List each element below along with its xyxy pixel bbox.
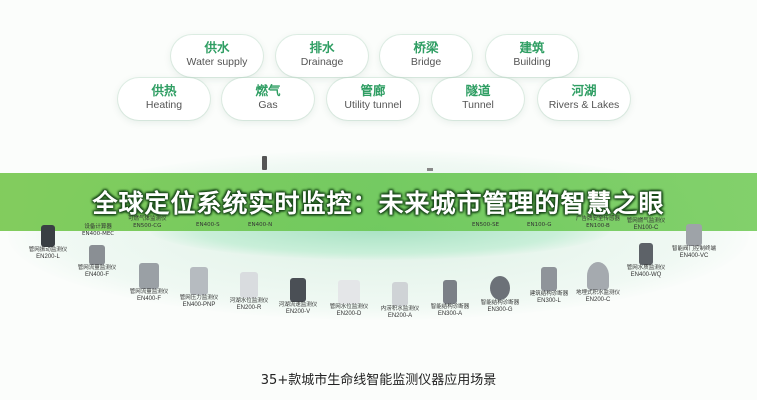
category-en-label: Drainage <box>300 56 344 68</box>
device-model: EN300-L <box>537 298 561 304</box>
device-label: 管网流量监测仪 <box>77 265 117 271</box>
category-bridge: 桥梁 Bridge <box>380 35 472 77</box>
device-item: 地埋式积水监测仪 EN200-C <box>571 262 625 304</box>
title-banner <box>0 173 757 231</box>
device-model: EN400-F <box>84 272 109 278</box>
device-label: 智能结构诊断器 <box>430 304 470 310</box>
device-model: EN200-V <box>285 309 311 315</box>
category-water-supply: 供水 Water supply <box>171 35 263 77</box>
device-image <box>392 282 408 306</box>
category-cn-label: 管廊 <box>360 83 386 98</box>
partial-device-label: EN500-SE <box>472 222 500 228</box>
device-label: 建筑结构诊断器 <box>529 291 569 297</box>
category-cn-label: 供热 <box>151 83 177 98</box>
category-cn-label: 排水 <box>309 40 335 55</box>
category-en-label: Gas <box>258 99 278 111</box>
device-label: 管网振动监测仪 <box>28 247 68 253</box>
device-item: 河湖水位监测仪 EN200-R <box>225 272 273 312</box>
partial-device-label: EN400-S <box>196 222 220 228</box>
device-model: EN300-A <box>437 311 463 317</box>
device-antenna <box>262 156 267 170</box>
device-model: EN400-F <box>136 296 161 302</box>
category-cn-label: 建筑 <box>519 40 545 55</box>
device-item: 建筑结构诊断器 EN300-L <box>523 267 575 305</box>
category-cn-label: 燃气 <box>255 83 281 98</box>
device-image <box>686 224 702 246</box>
device-top <box>427 168 433 171</box>
device-item: 智能阀门控制终端 EN400-VC <box>666 224 722 260</box>
bottom-caption: 35+款城市生命线智能监测仪器应用场景 <box>260 373 497 388</box>
device-image <box>541 267 557 291</box>
banner-title: 全球定位系统实时监控：未来城市管理的智慧之眼 <box>92 189 665 218</box>
category-cn-label: 供水 <box>204 40 230 55</box>
device-image <box>443 280 457 304</box>
device-item: 管网流量监测仪 EN400-F <box>71 245 123 279</box>
category-en-label: Utility tunnel <box>344 99 402 111</box>
device-model: EN100-C <box>633 225 659 231</box>
partial-device-label: EN100-G <box>527 222 552 228</box>
category-en-label: Water supply <box>186 56 248 68</box>
category-utility-tunnel: 管廊 Utility tunnel <box>327 78 419 120</box>
category-en-label: Heating <box>145 99 183 111</box>
category-en-label: Bridge <box>410 56 442 68</box>
device-label: 智能阀门控制终端 <box>671 246 716 252</box>
device-image <box>190 267 208 295</box>
device-item: 河湖流速监测仪 EN200-V <box>274 278 322 316</box>
device-image <box>587 262 609 290</box>
category-tunnel: 隧道 Tunnel <box>432 78 524 120</box>
device-image <box>240 272 258 298</box>
device-model: EN200-D <box>336 311 362 317</box>
device-image <box>290 278 306 302</box>
device-label: 智能结构诊断器 <box>480 300 520 306</box>
category-cn-label: 桥梁 <box>413 40 439 55</box>
category-rivers-lakes: 河湖 Rivers & Lakes <box>538 78 630 120</box>
category-en-label: Building <box>513 56 551 68</box>
device-item: 内涝积水监测仪 EN200-A <box>374 282 426 320</box>
device-label: 内涝积水监测仪 <box>380 306 420 312</box>
device-label: 地埋式积水监测仪 <box>575 290 620 296</box>
device-image <box>41 225 55 247</box>
category-building: 建筑 Building <box>486 35 578 77</box>
device-image <box>639 243 653 265</box>
device-image <box>490 276 510 300</box>
device-item: 管网水质监测仪 EN400-WQ <box>620 243 672 279</box>
device-label: 管网水位监测仪 <box>329 304 369 310</box>
category-en-label: Tunnel <box>462 99 494 111</box>
partial-device-label: EN400-N <box>248 222 273 228</box>
device-model: EN200-L <box>36 254 60 260</box>
device-model: EN300-G <box>487 307 513 313</box>
device-model: EN400-PNP <box>182 302 216 308</box>
category-en-label: Rivers & Lakes <box>548 99 620 111</box>
device-label: 管网流量监测仪 <box>129 289 169 295</box>
device-label: 河湖流速监测仪 <box>278 302 318 308</box>
device-item: 智能结构诊断器 EN300-G <box>474 276 526 314</box>
category-heating: 供热 Heating <box>118 78 210 120</box>
device-label: 管网燃气监测仪 <box>626 218 666 224</box>
device-image <box>89 245 105 265</box>
device-item: 管网流量监测仪 EN400-F <box>124 263 174 303</box>
device-label: 管网水质监测仪 <box>626 265 666 271</box>
category-cn-label: 河湖 <box>571 83 597 98</box>
device-item: 管网燃气监测仪 EN100-C <box>622 218 670 232</box>
device-item: 管网振动监测仪 EN200-L <box>24 225 72 261</box>
device-label: 管网压力监测仪 <box>179 295 219 301</box>
device-model: EN400-VC <box>679 253 709 259</box>
device-item: 智能结构诊断器 EN300-A <box>424 280 476 318</box>
device-model: EN200-C <box>585 297 611 303</box>
device-model: EN400-WQ <box>630 272 662 278</box>
device-model: EN200-A <box>387 313 413 319</box>
category-gas: 燃气 Gas <box>222 78 314 120</box>
device-item: 管网水位监测仪 EN200-D <box>323 280 375 318</box>
category-cn-label: 隧道 <box>465 83 491 98</box>
device-item: 管网压力监测仪 EN400-PNP <box>174 267 224 309</box>
device-image <box>338 280 360 304</box>
category-drainage: 排水 Drainage <box>276 35 368 77</box>
device-image <box>139 263 159 289</box>
device-label: 河湖水位监测仪 <box>229 298 269 304</box>
device-model: EN200-R <box>236 305 262 311</box>
